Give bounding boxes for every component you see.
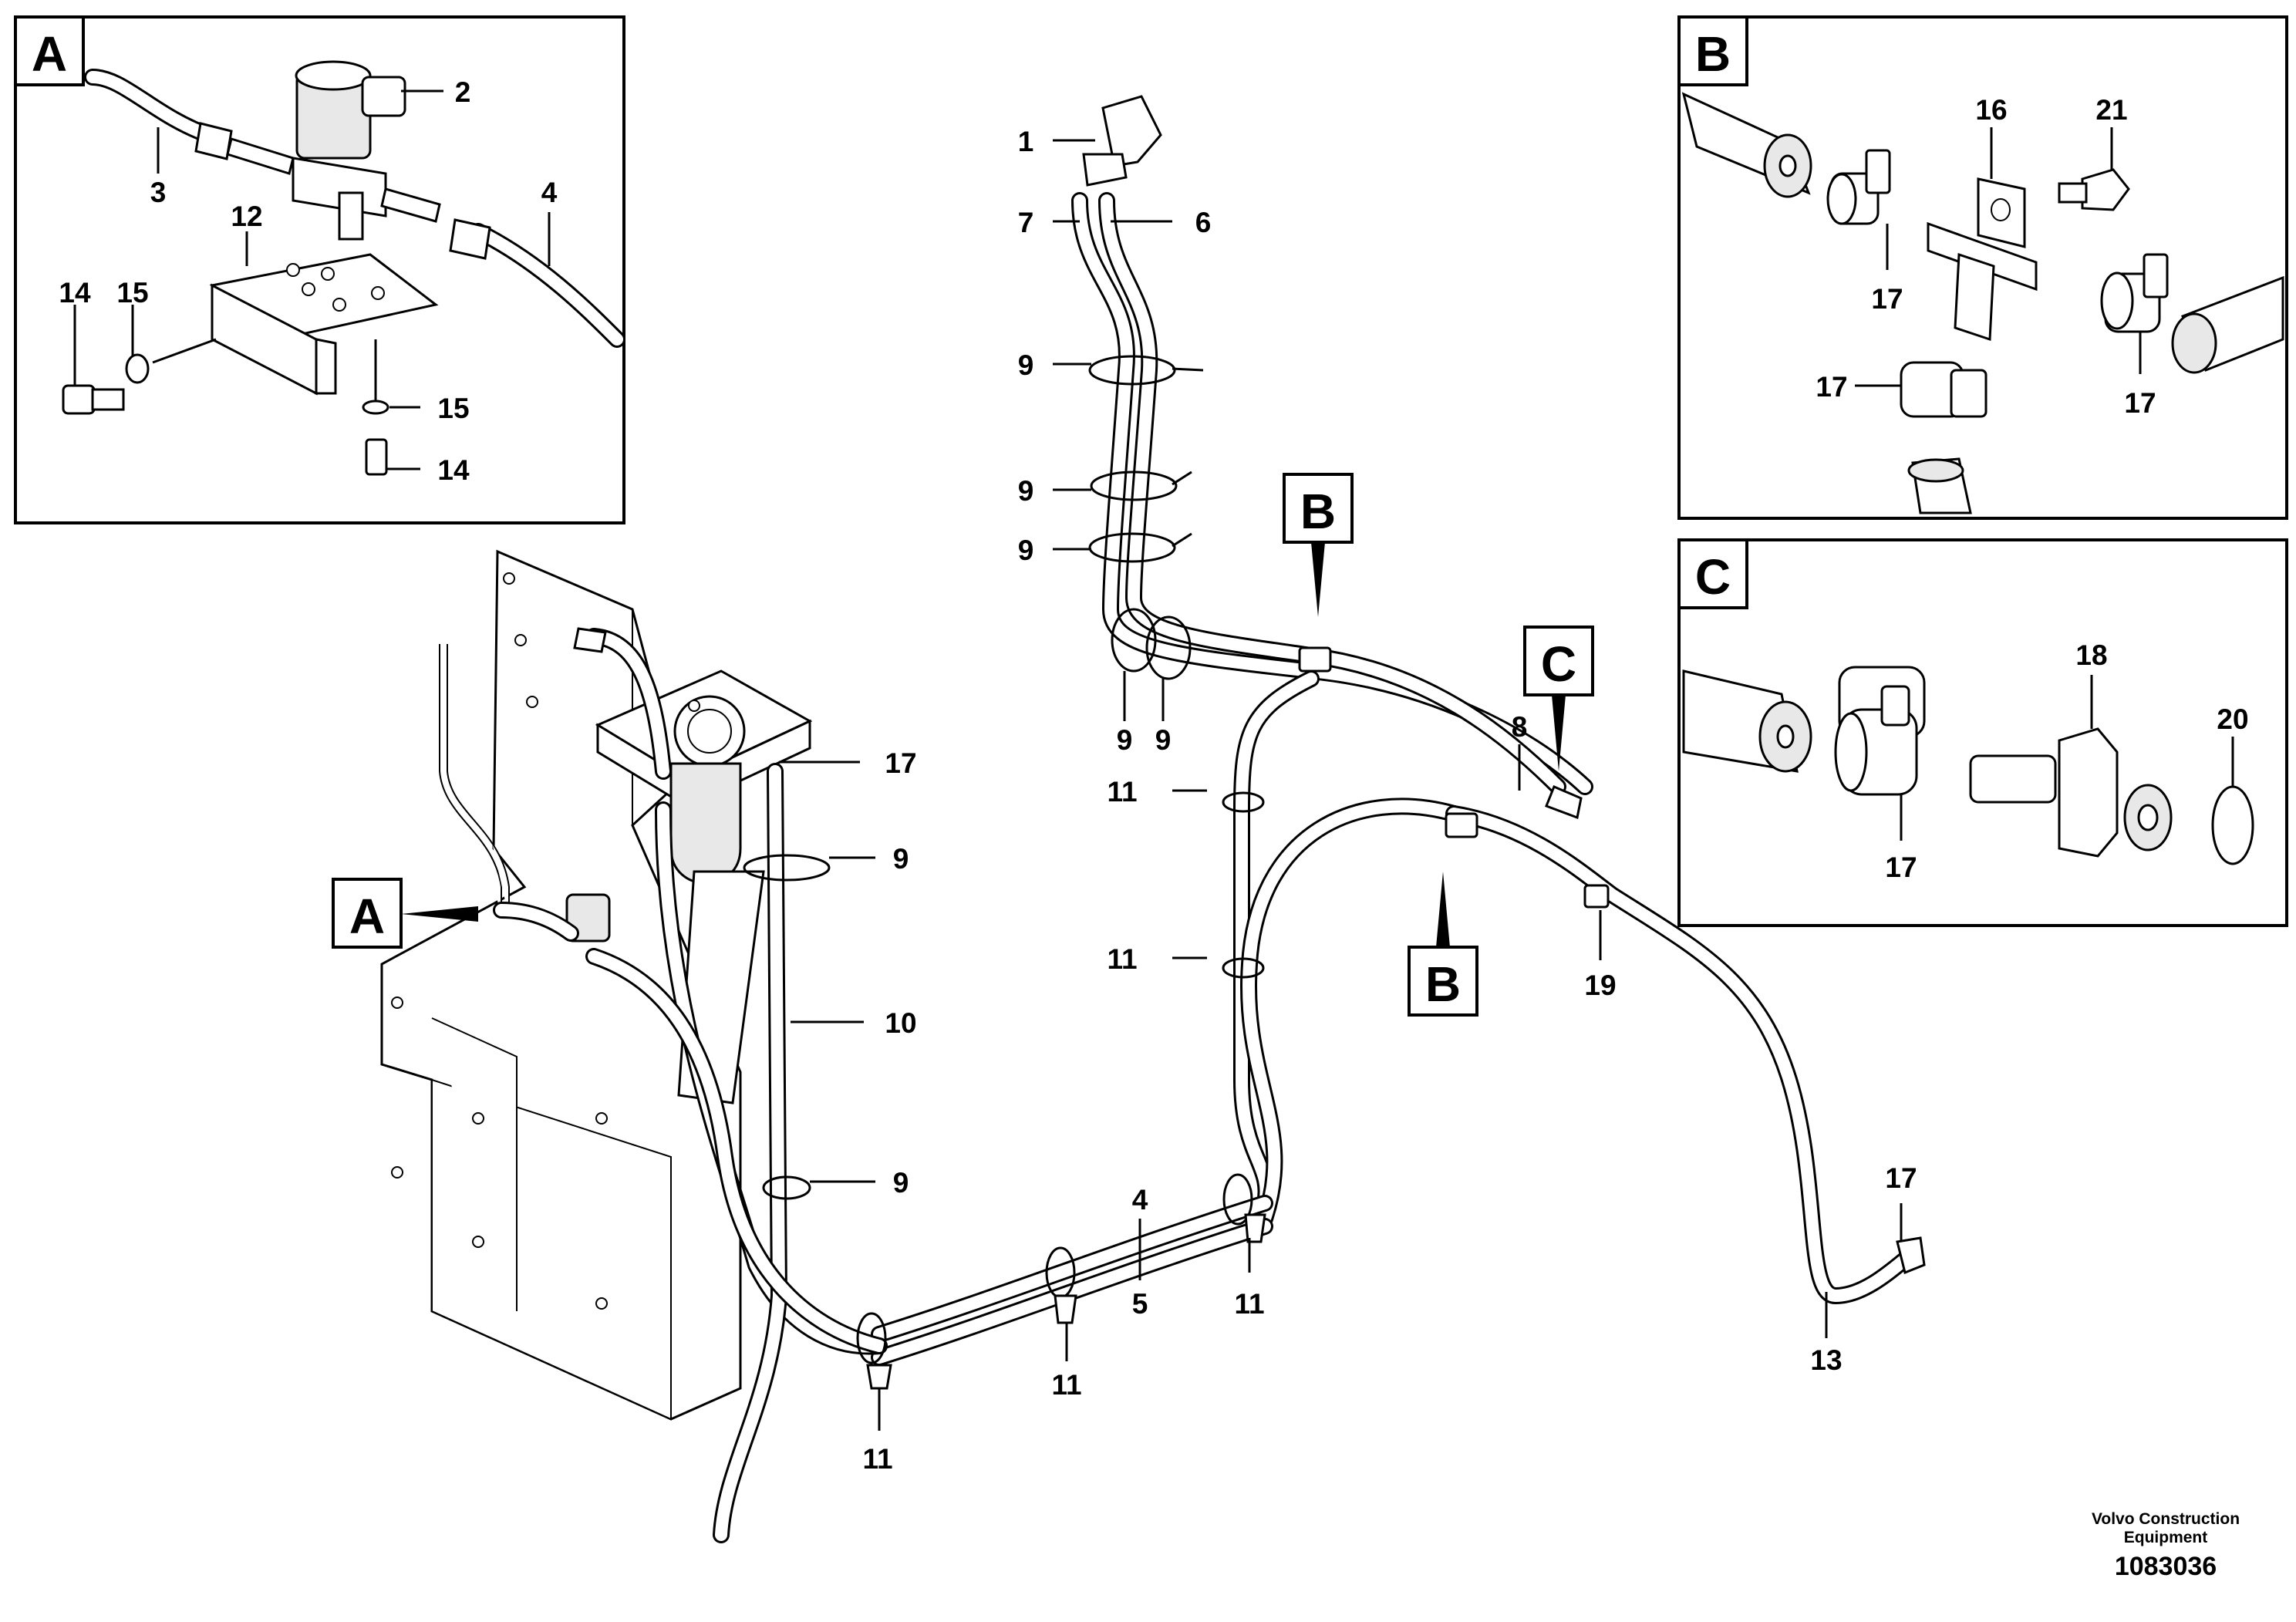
label-b-17-top: 17 bbox=[1871, 283, 1903, 315]
label-c-20: 20 bbox=[2217, 703, 2248, 735]
label-b-21: 21 bbox=[2095, 94, 2127, 126]
main-assembly: A B C B 1 7 6 9 9 9 9 9 17 9 10 bbox=[332, 95, 1926, 1543]
document-id: 1083036 bbox=[2115, 1552, 2217, 1581]
label-m-9-b: 9 bbox=[1018, 475, 1034, 507]
cab-frame bbox=[380, 549, 813, 1421]
label-c-17: 17 bbox=[1885, 851, 1917, 883]
label-m-17-a: 17 bbox=[885, 747, 916, 779]
detail-box-b: B bbox=[1677, 15, 2288, 520]
washer-nozzle-icon bbox=[1082, 95, 1162, 187]
callout-b-bottom: B bbox=[1425, 956, 1461, 1012]
label-m-6: 6 bbox=[1195, 207, 1212, 238]
callout-a: A bbox=[349, 889, 385, 944]
label-m-9-c: 9 bbox=[1018, 534, 1034, 566]
label-m-7: 7 bbox=[1018, 207, 1034, 238]
label-a-15-right: 15 bbox=[437, 393, 469, 424]
label-m-5: 5 bbox=[1132, 1288, 1148, 1320]
brand-line2: Equipment bbox=[2124, 1529, 2208, 1546]
label-b-17-right: 17 bbox=[2124, 387, 2156, 419]
label-b-16: 16 bbox=[1975, 94, 2007, 126]
label-a-14-right: 14 bbox=[437, 454, 470, 486]
tee-fitting-icon bbox=[1927, 177, 2038, 342]
label-m-11-b: 11 bbox=[1107, 943, 1137, 975]
label-a-12: 12 bbox=[231, 201, 262, 232]
label-m-11-a: 11 bbox=[1107, 776, 1137, 808]
detail-box-b-letter: B bbox=[1695, 26, 1731, 82]
hose-clamp-icon bbox=[1826, 149, 1891, 225]
label-m-9-g: 9 bbox=[893, 1167, 909, 1199]
label-m-8: 8 bbox=[1512, 711, 1528, 743]
label-m-13: 13 bbox=[1810, 1344, 1842, 1376]
detail-box-a: A bbox=[14, 15, 625, 524]
callout-b-top: B bbox=[1300, 484, 1336, 539]
detail-box-c: C 18 20 17 bbox=[1677, 538, 2288, 927]
label-m-9-e: 9 bbox=[1155, 724, 1172, 756]
label-m-9-f: 9 bbox=[893, 843, 909, 875]
label-m-19: 19 bbox=[1584, 969, 1616, 1001]
label-a-14-left: 14 bbox=[59, 277, 91, 309]
label-m-11-d: 11 bbox=[1051, 1369, 1081, 1401]
label-m-17-b: 17 bbox=[1885, 1162, 1917, 1194]
solenoid-valve-icon bbox=[292, 60, 406, 241]
label-c-18: 18 bbox=[2075, 639, 2107, 671]
label-m-4: 4 bbox=[1132, 1184, 1148, 1216]
label-m-1: 1 bbox=[1018, 126, 1034, 157]
label-m-11-e: 11 bbox=[862, 1443, 892, 1475]
label-m-9-a: 9 bbox=[1018, 349, 1034, 381]
brand-line1: Volvo Construction bbox=[2092, 1510, 2240, 1528]
bolt-icon bbox=[2058, 168, 2130, 211]
label-a-3: 3 bbox=[150, 177, 167, 208]
label-m-10: 10 bbox=[885, 1007, 916, 1039]
label-a-2: 2 bbox=[455, 76, 471, 108]
label-a-15-left: 15 bbox=[116, 277, 148, 309]
label-m-11-c: 11 bbox=[1234, 1288, 1264, 1320]
detail-box-c-letter: C bbox=[1695, 549, 1731, 605]
label-a-4: 4 bbox=[541, 177, 558, 208]
o-ring-icon bbox=[2211, 785, 2254, 865]
callout-c: C bbox=[1541, 636, 1576, 692]
fitting-icon bbox=[1969, 727, 2173, 858]
label-b-17-left: 17 bbox=[1816, 371, 1847, 403]
label-m-9-d: 9 bbox=[1117, 724, 1133, 756]
detail-box-a-letter: A bbox=[32, 26, 67, 82]
footer: Volvo Construction Equipment 1083036 bbox=[2092, 1510, 2240, 1581]
